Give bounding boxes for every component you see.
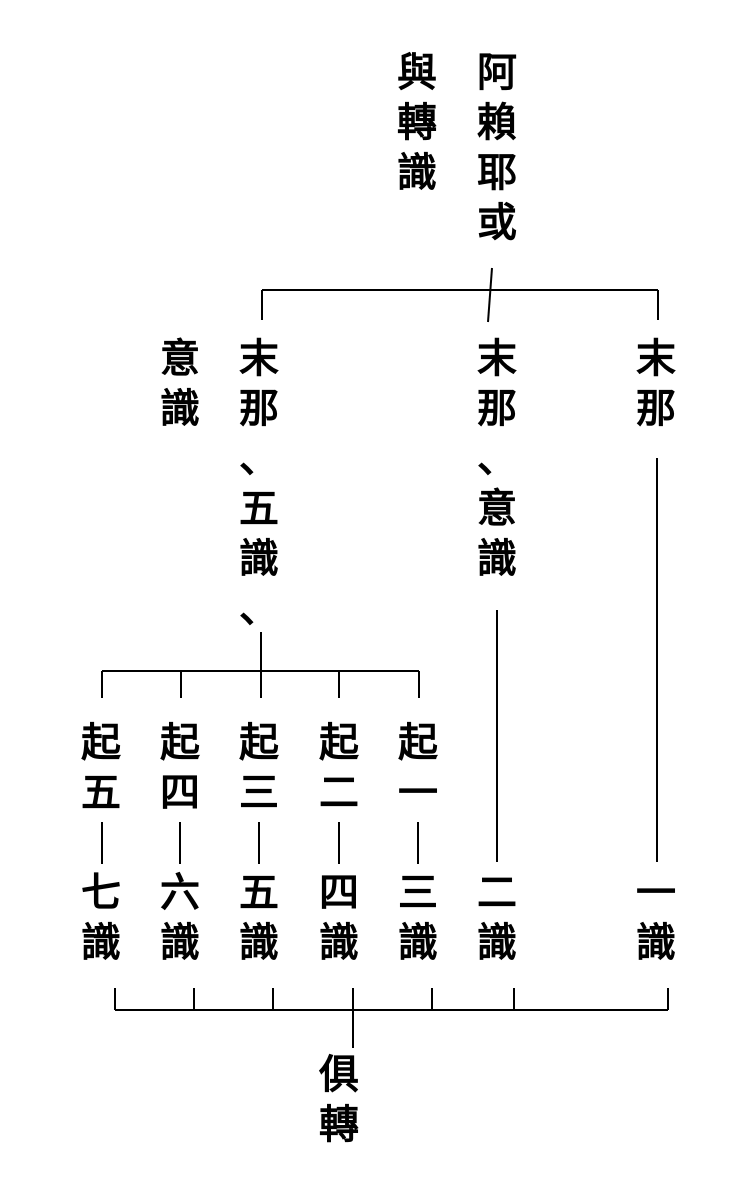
glyph: 與 bbox=[397, 50, 437, 96]
glyph: 那 bbox=[477, 386, 517, 432]
glyph: 意 bbox=[477, 486, 517, 532]
right-branch-label: 末那 bbox=[633, 334, 679, 434]
glyph: 五 bbox=[81, 770, 121, 816]
glyph: 起 bbox=[398, 720, 438, 766]
level3-item-qi2: 起二 bbox=[316, 718, 362, 818]
glyph: 識 bbox=[160, 920, 200, 966]
glyph: 起 bbox=[239, 720, 279, 766]
glyph: 三 bbox=[398, 870, 438, 916]
glyph: 識 bbox=[477, 536, 517, 582]
glyph: 末 bbox=[636, 336, 676, 382]
glyph: 識 bbox=[319, 920, 359, 966]
glyph: 末 bbox=[239, 336, 279, 382]
level3-item-qi3: 起三 bbox=[236, 718, 282, 818]
level3-item-qi4: 起四 bbox=[157, 718, 203, 818]
glyph: 起 bbox=[319, 720, 359, 766]
glyph: 四 bbox=[160, 770, 200, 816]
glyph: 一 bbox=[398, 770, 438, 816]
glyph: 、 bbox=[239, 586, 279, 632]
glyph: 、 bbox=[477, 436, 517, 482]
bottom-label: 俱轉 bbox=[316, 1050, 362, 1150]
glyph: 識 bbox=[477, 920, 517, 966]
left-branch-label: 末那、五識、 bbox=[236, 334, 282, 634]
level3-item-qi1: 起一 bbox=[395, 718, 441, 818]
root-label: 阿賴耶或 bbox=[474, 48, 520, 248]
leaf-four: 四識 bbox=[316, 868, 362, 968]
leaf-five: 五識 bbox=[236, 868, 282, 968]
glyph: 意 bbox=[160, 336, 200, 382]
glyph: 一 bbox=[636, 870, 676, 916]
glyph: 或 bbox=[477, 200, 517, 246]
root-stem bbox=[487, 267, 493, 323]
glyph: 識 bbox=[160, 386, 200, 432]
glyph: 末 bbox=[477, 336, 517, 382]
glyph: 起 bbox=[160, 720, 200, 766]
glyph: 轉 bbox=[319, 1102, 359, 1148]
left-branch-note: 意識 bbox=[157, 334, 203, 434]
glyph: 三 bbox=[239, 770, 279, 816]
glyph: 六 bbox=[160, 870, 200, 916]
middle-branch-label: 末那、意識 bbox=[474, 334, 520, 584]
glyph: 識 bbox=[636, 920, 676, 966]
leaf-six: 六識 bbox=[157, 868, 203, 968]
glyph: 二 bbox=[319, 770, 359, 816]
glyph: 、 bbox=[239, 436, 279, 482]
level3-item-qi5: 起五 bbox=[78, 718, 124, 818]
glyph: 那 bbox=[636, 386, 676, 432]
glyph: 識 bbox=[239, 920, 279, 966]
glyph: 七 bbox=[81, 870, 121, 916]
glyph: 識 bbox=[239, 536, 279, 582]
glyph: 四 bbox=[319, 870, 359, 916]
glyph: 五 bbox=[239, 486, 279, 532]
glyph: 耶 bbox=[477, 150, 517, 196]
leaf-two: 二識 bbox=[474, 868, 520, 968]
leaf-one: 一識 bbox=[633, 868, 679, 968]
glyph: 識 bbox=[81, 920, 121, 966]
root-note: 與轉識 bbox=[394, 48, 440, 198]
glyph: 五 bbox=[239, 870, 279, 916]
leaf-three: 三識 bbox=[395, 868, 441, 968]
leaf-seven: 七識 bbox=[78, 868, 124, 968]
glyph: 賴 bbox=[477, 100, 517, 146]
glyph: 二 bbox=[477, 870, 517, 916]
glyph: 阿 bbox=[477, 50, 517, 96]
glyph: 那 bbox=[239, 386, 279, 432]
glyph: 識 bbox=[397, 150, 437, 196]
glyph: 識 bbox=[398, 920, 438, 966]
glyph: 起 bbox=[81, 720, 121, 766]
glyph: 轉 bbox=[397, 100, 437, 146]
glyph: 俱 bbox=[319, 1052, 359, 1098]
